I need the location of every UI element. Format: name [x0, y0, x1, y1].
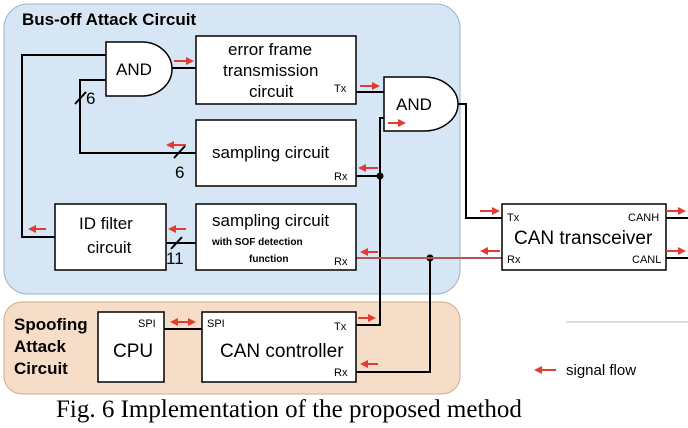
sampling-circuit-1 — [195, 119, 357, 187]
error-frame-line1: error frame — [228, 40, 312, 59]
sampling-circuit-2-sub1: with SOF detection — [211, 237, 303, 248]
arrowhead-sampling1-in — [358, 164, 366, 172]
flow-arrows — [28, 57, 686, 374]
arrowhead-controller-rx — [360, 360, 368, 368]
junction-rx-node — [376, 172, 384, 180]
wire-sampling1-to-and1 — [79, 79, 196, 154]
bus-width-sampling1: 6 — [175, 163, 184, 182]
and-gate-2 — [383, 76, 459, 132]
bus-slash-sampling1 — [173, 145, 186, 159]
controller-label: CAN controller — [220, 341, 344, 362]
figure-caption: Fig. 6 Implementation of the proposed me… — [56, 396, 522, 423]
bus-slash-and1 — [74, 91, 87, 105]
spoofing-title-line3: Circuit — [14, 359, 68, 378]
legend-label: signal flow — [566, 362, 636, 379]
id-filter-box — [54, 203, 167, 271]
arrowhead-errorframe-out — [372, 82, 380, 90]
arrowhead-sampling1-out — [166, 141, 174, 149]
can-controller-box — [201, 311, 357, 383]
error-frame-tx: Tx — [334, 83, 347, 95]
arrowhead-transceiver-tx — [492, 207, 500, 215]
spoofing-title-line1: Spoofing — [14, 315, 88, 334]
bus-width-sampling2: 11 — [166, 249, 184, 268]
controller-rx: Rx — [334, 367, 348, 379]
busoff-title: Bus-off Attack Circuit — [22, 10, 196, 29]
sampling-circuit-2-label: sampling circuit — [212, 211, 329, 230]
transceiver-rx: Rx — [507, 254, 521, 266]
sampling-circuit-2-rx: Rx — [334, 256, 348, 268]
arrowhead-spi-right — [188, 318, 196, 326]
cpu-box — [97, 311, 165, 383]
arrowhead-spi-left — [170, 318, 178, 326]
and-gate-1-label: AND — [116, 60, 152, 79]
arrowhead-sampling2-in — [360, 248, 368, 256]
legend-arrowhead — [534, 366, 542, 374]
and-gate-2-label: AND — [396, 95, 432, 114]
wire-and2-to-transceiver — [458, 103, 502, 219]
spoofing-title-line2: Attack — [14, 337, 67, 356]
arrowhead-canl — [678, 247, 686, 255]
transceiver-tx: Tx — [507, 212, 520, 224]
transceiver-canl: CANL — [632, 254, 661, 266]
sampling-circuit-2-sub2: function — [249, 254, 288, 265]
arrowhead-sampling2-out — [168, 225, 176, 233]
cpu-spi: SPI — [138, 318, 156, 330]
error-frame-line3: circuit — [249, 82, 294, 101]
bus-slash-sampling2 — [170, 236, 183, 250]
sampling-circuit-1-label: sampling circuit — [212, 143, 329, 162]
can-transceiver-box — [501, 203, 667, 271]
wire-controller-tx-to-and2 — [356, 117, 384, 326]
wire-idfilter-to-and1 — [21, 54, 106, 238]
controller-tx: Tx — [334, 321, 347, 333]
bus-width-and1: 6 — [86, 89, 95, 108]
arrowhead-canh — [678, 207, 686, 215]
sampling-circuit-1-rx: Rx — [334, 171, 348, 183]
transceiver-canh: CANH — [628, 212, 659, 224]
controller-spi: SPI — [207, 318, 225, 330]
arrowhead-and1-out — [186, 57, 194, 65]
wire-transceiver-rx-to-controller — [356, 258, 431, 373]
sampling-circuit-2 — [195, 203, 357, 271]
cpu-label: CPU — [113, 341, 153, 362]
id-filter-line2: circuit — [87, 238, 132, 257]
arrowhead-idfilter-out — [28, 225, 36, 233]
id-filter-line1: ID filter — [79, 214, 133, 233]
error-frame-line2: transmission — [223, 61, 318, 80]
arrowhead-and2-in — [398, 119, 406, 127]
arrowhead-transceiver-rx — [480, 247, 488, 255]
transceiver-label: CAN transceiver — [514, 228, 653, 249]
error-frame-box — [195, 35, 357, 105]
arrowhead-controller-tx — [368, 314, 376, 322]
and-gate-1 — [105, 41, 173, 97]
